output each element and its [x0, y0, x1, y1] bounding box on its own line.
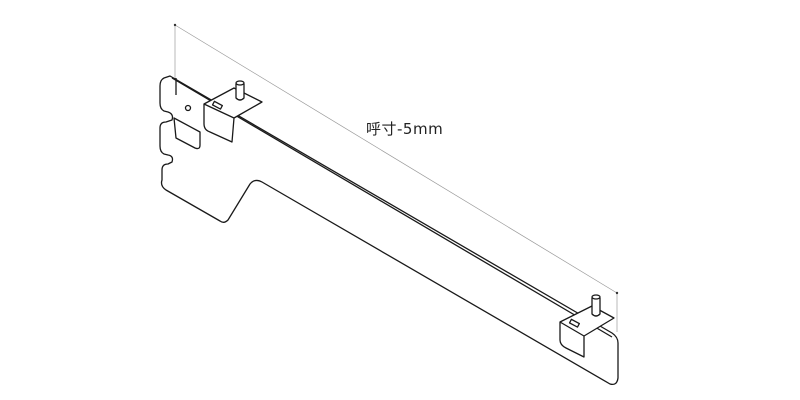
dimension-lines [173, 23, 619, 332]
clip-slot-right [568, 318, 581, 328]
shelf-clip-left [203, 87, 263, 143]
shelf-pin-left-top [235, 80, 245, 86]
bracket-plate [159, 75, 619, 386]
shelf-clip-right [559, 305, 615, 358]
dimension-label: 呼寸-5mm [366, 120, 444, 138]
bracket-body [159, 75, 619, 386]
shelf-pin-right-top [591, 294, 601, 300]
dimension-point-right [615, 291, 619, 295]
bracket-top-edge [171, 77, 613, 338]
hook-clip [173, 117, 201, 150]
dimension-line [174, 24, 618, 294]
plate-hole [184, 104, 192, 112]
clip-slot-left [211, 100, 224, 110]
dimension-point-left [173, 23, 177, 27]
